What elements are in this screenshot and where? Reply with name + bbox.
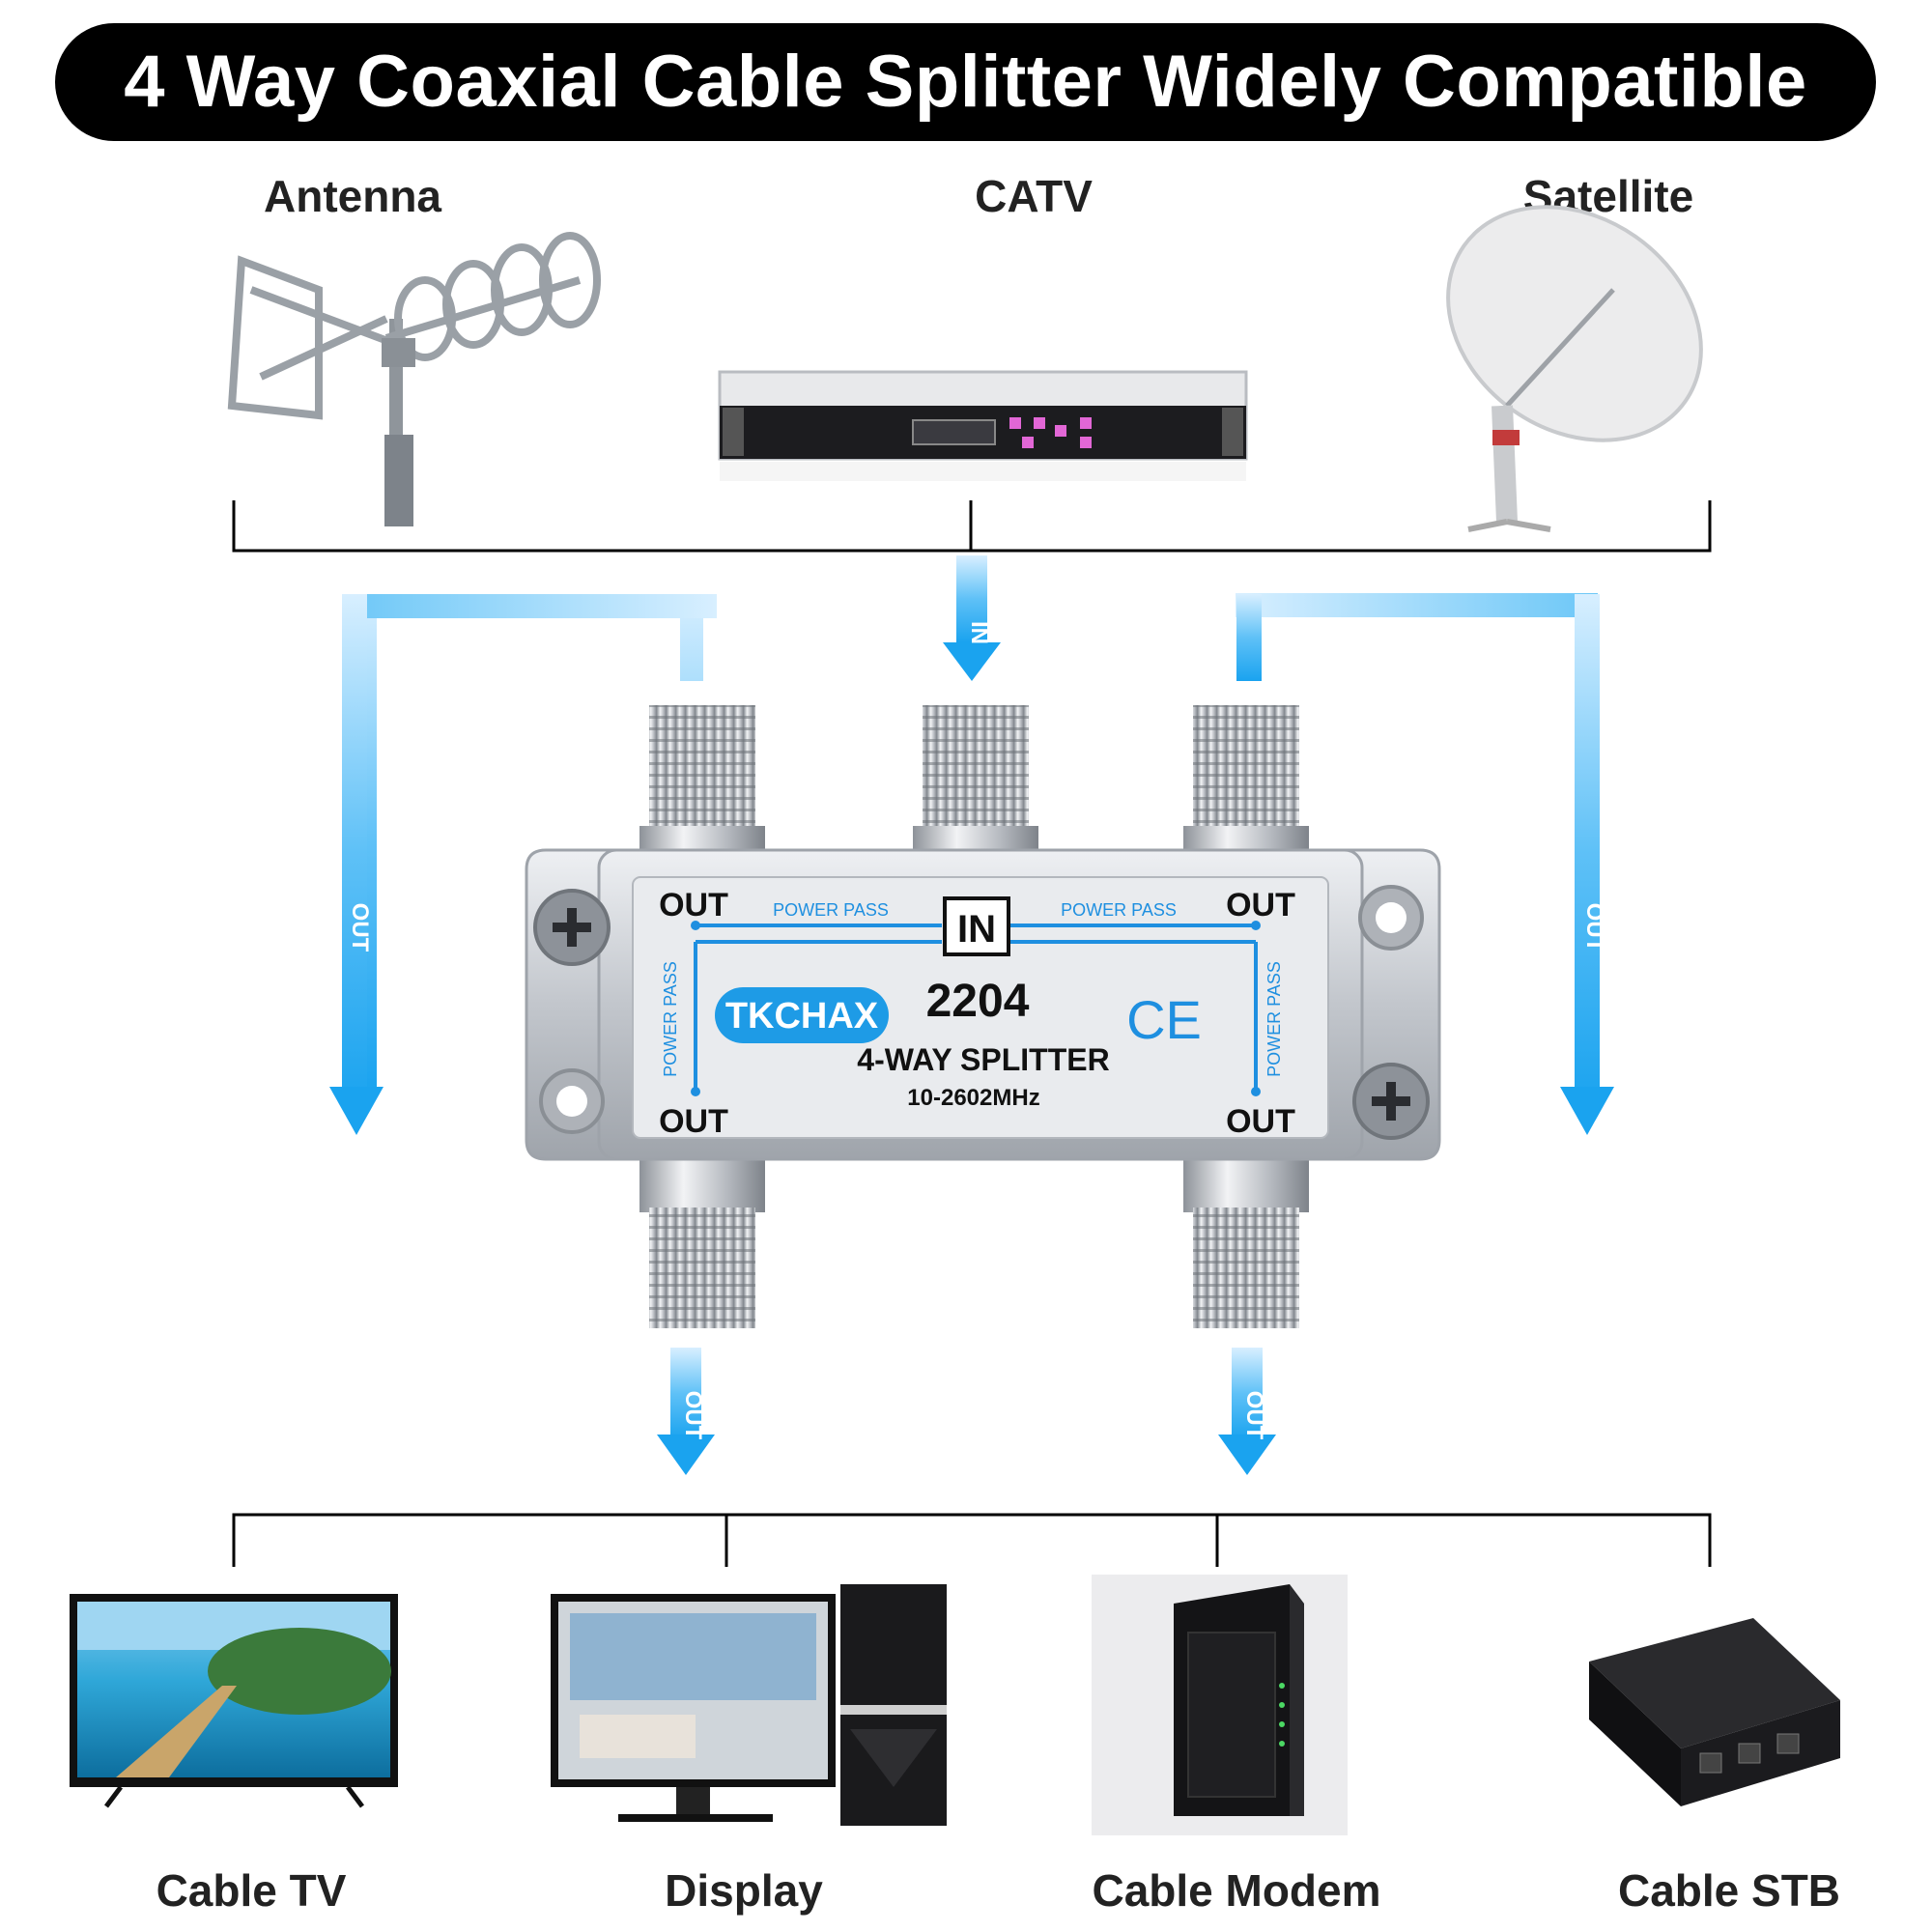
hole-top-right [1358,885,1424,951]
screw-top-left [533,889,611,966]
brand-name: TKCHAX [725,996,879,1037]
arrow-out-bottom-right: OUT [1218,1348,1276,1475]
arrow-out-right: OUT [1236,593,1614,1135]
product-name: 4-WAY SPLITTER [857,1042,1109,1077]
set-top-box-icon [1589,1618,1840,1806]
in-port-label: IN [957,908,996,951]
device-label-cable-tv: Cable TV [156,1865,347,1916]
arrow-out-left-label: OUT [347,903,373,952]
out-label-top-left: OUT [659,887,728,923]
catv-headend-icon [718,370,1248,481]
source-bracket [232,500,1712,553]
brand-badge [715,987,889,1043]
arrow-out-right-label: OUT [1581,903,1607,952]
bottom-left-connector [639,1154,765,1328]
device-label-display: Display [665,1865,823,1916]
satellite-dish-icon [1446,205,1703,532]
desktop-computer-icon [551,1584,947,1826]
tv-icon [70,1594,398,1808]
arrow-out-bottom-left: OUT [657,1348,715,1475]
arrow-in: IN [943,555,1001,681]
cable-modem-icon [1092,1575,1348,1835]
screw-bottom-right [1352,1063,1430,1140]
model-number: 2204 [926,976,1030,1027]
power-pass-left: POWER PASS [661,961,680,1077]
out-label-bottom-left: OUT [659,1103,728,1140]
out-label-bottom-right: OUT [1226,1103,1295,1140]
in-port-box [943,896,1010,956]
arrow-out-bottom-left-label: OUT [680,1391,706,1440]
source-label-catv: CATV [975,171,1093,221]
ce-mark: CE [1126,989,1202,1050]
source-label-antenna: Antenna [264,171,441,221]
arrow-in-label: IN [966,621,992,644]
out-label-top-right: OUT [1226,887,1295,923]
power-pass-lines [694,923,1258,1092]
power-pass-right: POWER PASS [1264,961,1284,1077]
power-pass-top-left: POWER PASS [773,900,889,920]
device-label-cable-modem: Cable Modem [1092,1865,1381,1916]
antenna-icon [227,232,601,526]
arrow-out-left: OUT [329,594,717,1135]
frequency-range: 10-2602MHz [907,1085,1039,1111]
splitter-device: IN OUT OUT OUT OUT POWER PASS POWER PASS… [525,705,1441,1328]
hole-bottom-left [539,1068,605,1134]
bottom-right-connector [1183,1154,1309,1328]
device-bracket [232,1513,1712,1567]
device-label-cable-stb: Cable STB [1617,1865,1841,1916]
power-pass-top-right: POWER PASS [1061,900,1177,920]
title-banner: 4 Way Coaxial Cable Splitter Widely Comp… [55,23,1876,141]
arrow-out-bottom-right-label: OUT [1241,1391,1267,1440]
